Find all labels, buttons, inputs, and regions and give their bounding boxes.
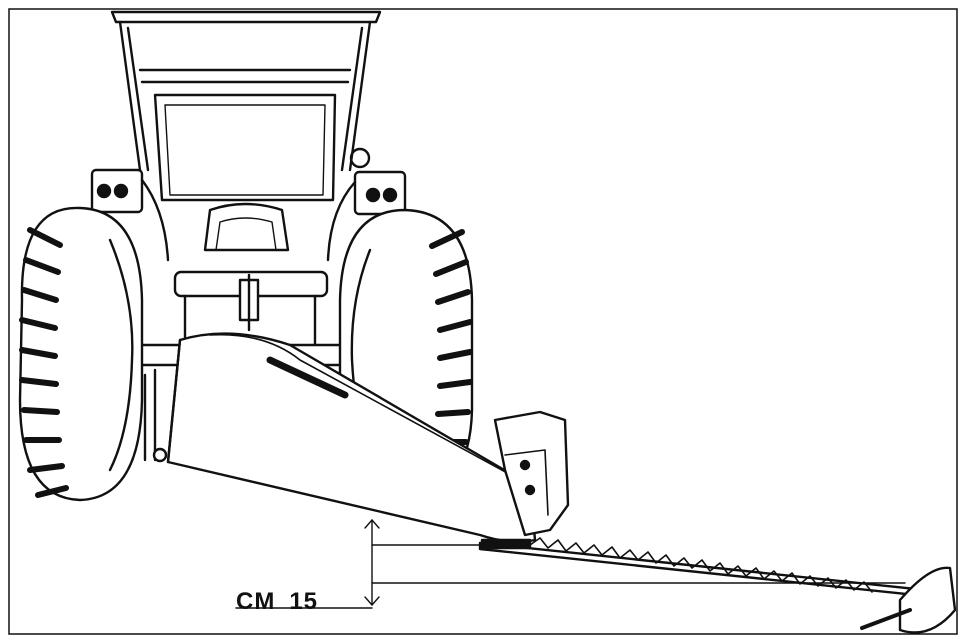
left-rear-wheel [18,206,144,502]
mower-belt-guard [143,332,537,543]
dimension-unit: CM [236,588,276,615]
outer-shoe [860,566,957,634]
cutter-head [493,410,570,537]
rear-lights [90,168,407,262]
dimension-label: CM 15 [236,588,318,616]
figure-frame [8,8,958,635]
rops-cab [110,10,382,202]
dimension-value: 15 [289,588,319,615]
height-dimension [235,519,906,609]
cutter-bar [478,537,927,598]
